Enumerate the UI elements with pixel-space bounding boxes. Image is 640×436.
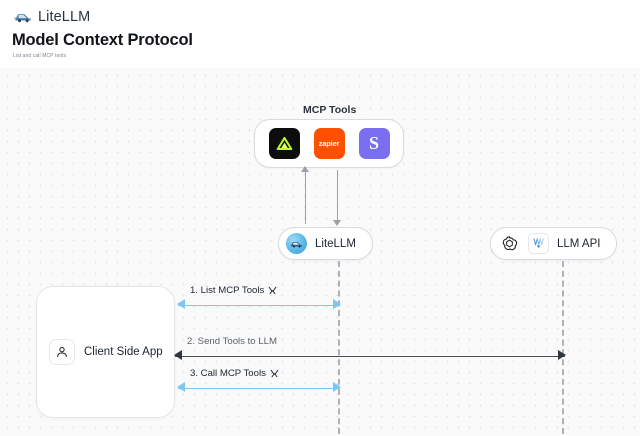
message-2-label: 2. Send Tools to LLM	[187, 336, 277, 347]
mcp-tools-group[interactable]: zapier S	[254, 119, 404, 168]
node-llm-api[interactable]: LLM API	[490, 227, 618, 260]
message-3-label: 3. Call MCP Tools	[190, 368, 266, 379]
mcp-tools-group-label: MCP Tools	[303, 104, 357, 116]
openai-icon	[499, 233, 520, 254]
user-person-icon	[49, 339, 75, 365]
message-3-arrowhead-left	[177, 382, 185, 392]
zapier-wordmark-icon[interactable]: zapier	[313, 128, 345, 159]
lifeline-litellm	[338, 261, 340, 436]
message-1-label: 1. List MCP Tools	[190, 285, 265, 296]
arrow-litellm-to-tools-head	[301, 166, 309, 172]
message-3-text-wrap: 3. Call MCP Tools	[190, 368, 279, 379]
brand: LiteLLM	[14, 9, 90, 25]
lifeline-llm-api	[562, 261, 564, 436]
page-title: Model Context Protocol	[12, 31, 193, 49]
slack-s-icon[interactable]: S	[358, 128, 390, 159]
tools-wrench-icon	[270, 369, 279, 378]
node-client-side-app[interactable]: Client Side App	[36, 286, 175, 418]
message-3-line	[178, 388, 340, 389]
litellm-avatar-icon	[286, 233, 307, 254]
message-1-text-wrap: 1. List MCP Tools	[190, 285, 277, 296]
litellm-car-logo-icon	[14, 10, 32, 24]
node-litellm-label: LiteLLM	[315, 237, 356, 250]
message-2-send-tools-to-llm[interactable]: 2. Send Tools to LLM	[174, 336, 566, 367]
message-3-arrowhead-right	[333, 382, 341, 392]
diagram-canvas[interactable]: MCP Tools zapier S	[0, 68, 640, 436]
message-2-line	[175, 356, 565, 357]
message-1-line	[178, 305, 340, 306]
brand-name: LiteLLM	[38, 9, 91, 25]
node-llm-api-label: LLM API	[557, 237, 601, 250]
message-1-arrowhead-right	[333, 299, 341, 309]
page-subtitle: List and call MCP tools	[13, 53, 67, 59]
message-1-arrowhead-left	[177, 299, 185, 309]
linear-triangle-icon[interactable]	[268, 128, 300, 159]
node-client-side-app-label: Client Side App	[84, 346, 163, 358]
arrow-litellm-to-tools-line	[305, 172, 306, 224]
message-3-call-mcp-tools[interactable]: 3. Call MCP Tools	[177, 368, 341, 399]
tools-wrench-icon	[268, 286, 277, 295]
message-2-arrowhead-right	[558, 350, 566, 360]
arrow-tools-to-litellm-head	[333, 220, 341, 226]
message-2-arrowhead-left	[174, 350, 182, 360]
arrow-tools-to-litellm-line	[337, 170, 338, 223]
message-1-list-mcp-tools[interactable]: 1. List MCP Tools	[177, 285, 341, 316]
vertex-ai-icon	[528, 233, 549, 254]
message-2-text-wrap: 2. Send Tools to LLM	[187, 336, 277, 347]
node-litellm[interactable]: LiteLLM	[278, 227, 373, 260]
